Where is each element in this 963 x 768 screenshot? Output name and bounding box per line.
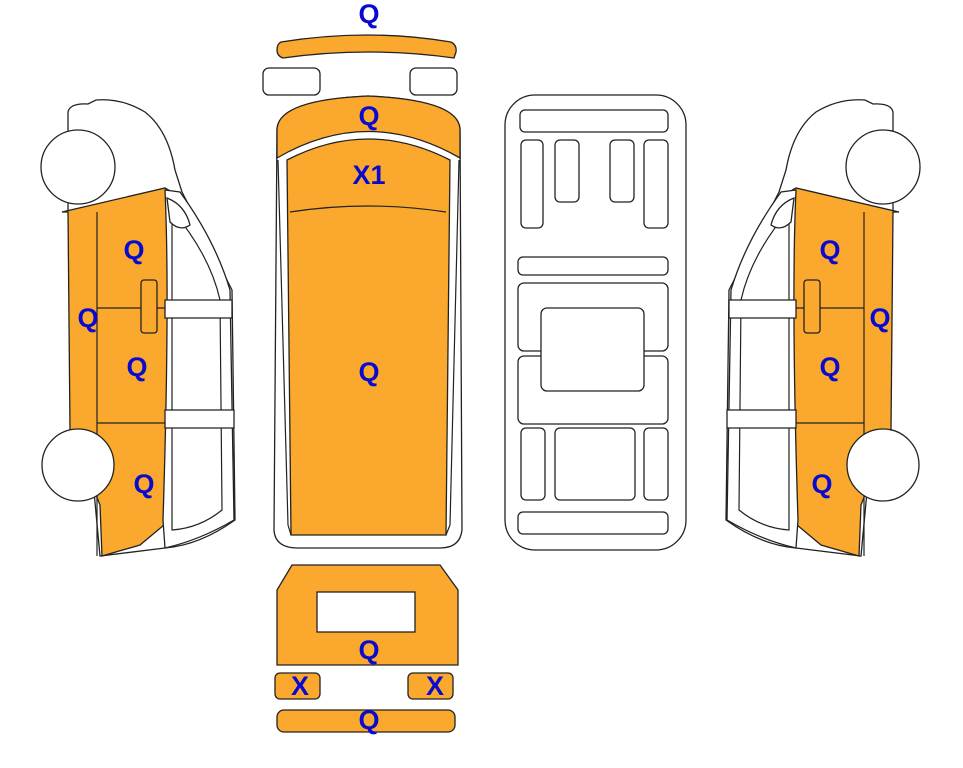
damage-label: Q <box>819 352 840 382</box>
damage-label: Q <box>811 469 832 499</box>
damage-label: X <box>291 671 309 701</box>
headlight-right <box>409 67 458 96</box>
rear-wheel <box>41 428 115 502</box>
front-wheel <box>40 129 116 205</box>
rear-window <box>316 591 416 633</box>
door-handle <box>140 279 158 334</box>
rear-view <box>274 564 459 733</box>
front-bumper[interactable] <box>276 34 457 59</box>
damage-label: X <box>426 671 444 701</box>
damage-label: Q <box>358 705 379 735</box>
rear-light-left[interactable] <box>274 672 321 700</box>
damage-label: Q <box>123 235 144 265</box>
top-view <box>262 34 463 549</box>
roof-panel[interactable] <box>286 138 451 536</box>
damage-label: Q <box>126 352 147 382</box>
window-frame <box>162 189 235 549</box>
damage-label: Q <box>358 0 379 29</box>
damage-label: Q <box>77 303 98 333</box>
damage-label: X1 <box>352 160 385 190</box>
headlight-left <box>262 67 321 96</box>
damage-label: Q <box>358 357 379 387</box>
damage-label: Q <box>869 303 890 333</box>
hood-panel[interactable] <box>276 95 461 160</box>
left-side-view <box>40 99 236 557</box>
damage-label: Q <box>358 101 379 131</box>
rear-bumper[interactable] <box>276 709 456 733</box>
damage-label: Q <box>358 635 379 665</box>
rear-light-right[interactable] <box>407 672 454 700</box>
underside-view <box>504 94 687 551</box>
damage-label: Q <box>133 469 154 499</box>
damage-label: Q <box>819 235 840 265</box>
